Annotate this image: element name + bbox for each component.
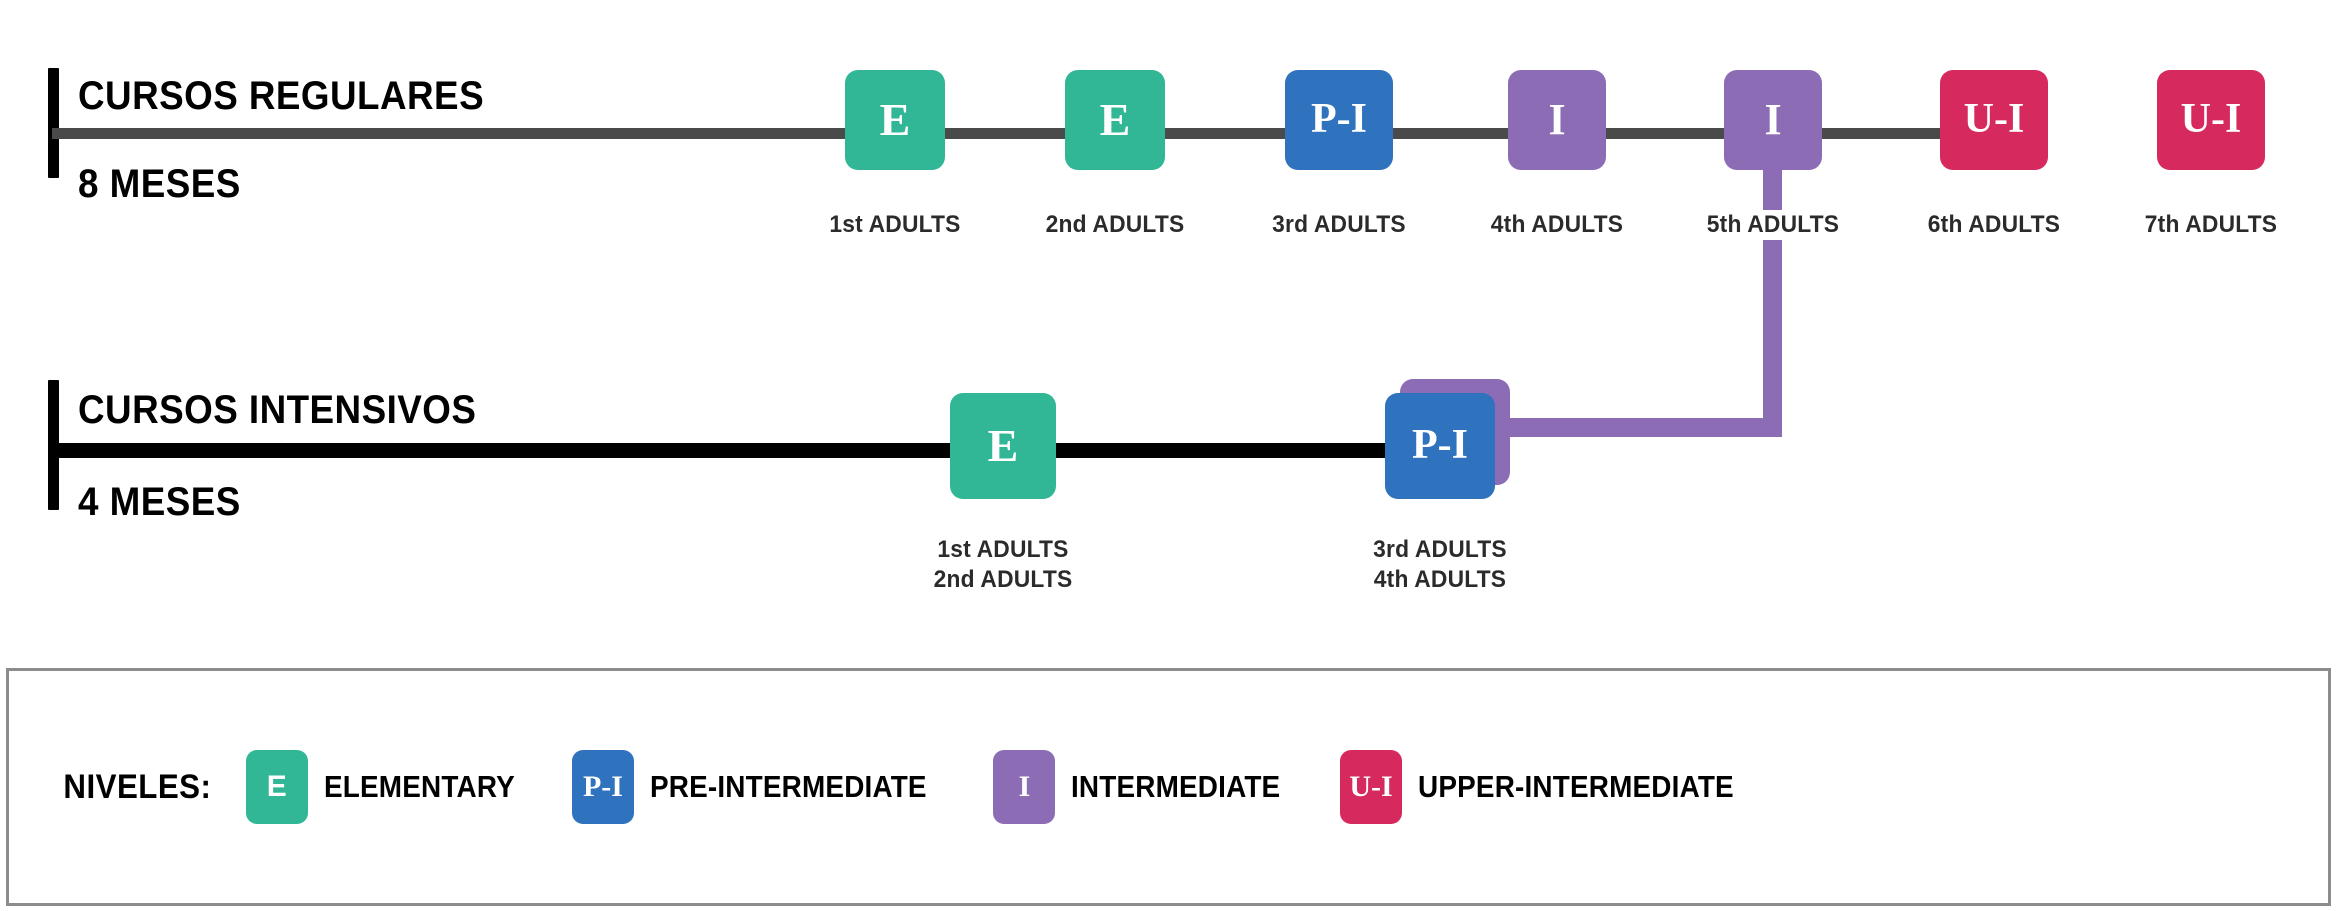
badge-regular-2[interactable]: E: [1065, 70, 1165, 170]
caption-intensive-1: 1st ADULTS 2nd ADULTS: [908, 535, 1098, 595]
row-title-regular: CURSOS REGULARES: [78, 74, 485, 118]
legend-panel: NIVELES: E ELEMENTARY P-I PRE-INTERMEDIA…: [6, 668, 2331, 906]
legend-chip-code: P-I: [582, 770, 623, 803]
badge-regular-4[interactable]: I: [1508, 70, 1606, 170]
legend-chip-pre-intermediate: P-I: [571, 750, 634, 824]
badge-code: E: [1099, 93, 1131, 145]
caption-line-1: 3rd ADULTS: [1373, 536, 1507, 563]
badge-regular-6[interactable]: U-I: [1940, 70, 2048, 170]
track-line-regular: [52, 128, 2047, 139]
row-tick-regular: [48, 68, 59, 178]
track-line-intensive: [52, 443, 1437, 458]
legend-chip-code: E: [266, 770, 287, 803]
legend-label-pre-intermediate: PRE-INTERMEDIATE: [649, 769, 927, 804]
caption-regular-3: 3rd ADULTS: [1244, 210, 1434, 240]
caption-regular-2: 2nd ADULTS: [1020, 210, 1210, 240]
badge-code: E: [987, 419, 1019, 471]
caption-regular-4: 4th ADULTS: [1462, 210, 1652, 240]
connector-vertical-segment: [1763, 140, 1782, 437]
caption-regular-5: 5th ADULTS: [1678, 210, 1868, 240]
connector-horizontal-segment: [1497, 418, 1782, 437]
legend-title: NIVELES:: [63, 767, 212, 806]
caption-regular-1: 1st ADULTS: [800, 210, 990, 240]
legend-label-upper-intermediate: UPPER-INTERMEDIATE: [1418, 769, 1734, 804]
badge-code: I: [1764, 94, 1782, 144]
badge-regular-1[interactable]: E: [845, 70, 945, 170]
caption-line-2: 4th ADULTS: [1373, 566, 1507, 593]
row-duration-regular: 8 MESES: [78, 162, 241, 206]
caption-line: 1st ADULTS: [829, 211, 961, 238]
badge-intensive-2[interactable]: P-I: [1385, 393, 1495, 499]
badge-code: P-I: [1311, 96, 1367, 142]
legend-chip-code: U-I: [1349, 770, 1393, 803]
legend-label-intermediate: INTERMEDIATE: [1071, 769, 1281, 804]
legend-item-upper-intermediate[interactable]: U-I UPPER-INTERMEDIATE: [1340, 750, 1769, 824]
legend-item-elementary[interactable]: E ELEMENTARY: [245, 750, 536, 824]
caption-line: 4th ADULTS: [1490, 211, 1624, 238]
caption-regular-6: 6th ADULTS: [1899, 210, 2089, 240]
badge-regular-7[interactable]: U-I: [2157, 70, 2265, 170]
badge-code: P-I: [1412, 422, 1468, 468]
caption-intensive-2: 3rd ADULTS 4th ADULTS: [1345, 535, 1535, 595]
legend-item-pre-intermediate[interactable]: P-I PRE-INTERMEDIATE: [571, 750, 957, 824]
badge-regular-3[interactable]: P-I: [1285, 70, 1393, 170]
caption-line-2: 2nd ADULTS: [933, 566, 1073, 593]
row-duration-intensive: 4 MESES: [78, 480, 241, 524]
badge-intensive-1[interactable]: E: [950, 393, 1056, 499]
caption-line: 3rd ADULTS: [1272, 211, 1406, 238]
badge-regular-5[interactable]: I: [1724, 70, 1822, 170]
caption-line: 6th ADULTS: [1927, 211, 2061, 238]
badge-code: U-I: [1963, 96, 2025, 142]
legend-item-intermediate[interactable]: I INTERMEDIATE: [993, 750, 1304, 824]
caption-line-1: 1st ADULTS: [937, 536, 1069, 563]
badge-code: U-I: [2180, 96, 2242, 142]
legend-chip-code: I: [1018, 770, 1031, 803]
caption-line: 5th ADULTS: [1706, 211, 1840, 238]
legend-chip-upper-intermediate: U-I: [1340, 750, 1403, 824]
row-title-intensive: CURSOS INTENSIVOS: [78, 388, 477, 432]
legend-chip-elementary: E: [245, 750, 308, 824]
caption-line: 2nd ADULTS: [1045, 211, 1185, 238]
legend-content: NIVELES: E ELEMENTARY P-I PRE-INTERMEDIA…: [57, 671, 1805, 903]
caption-line: 7th ADULTS: [2144, 211, 2278, 238]
legend-label-elementary: ELEMENTARY: [323, 769, 515, 804]
badge-code: I: [1548, 94, 1566, 144]
caption-regular-7: 7th ADULTS: [2116, 210, 2306, 240]
badge-code: E: [879, 93, 911, 145]
legend-chip-intermediate: I: [993, 750, 1056, 824]
